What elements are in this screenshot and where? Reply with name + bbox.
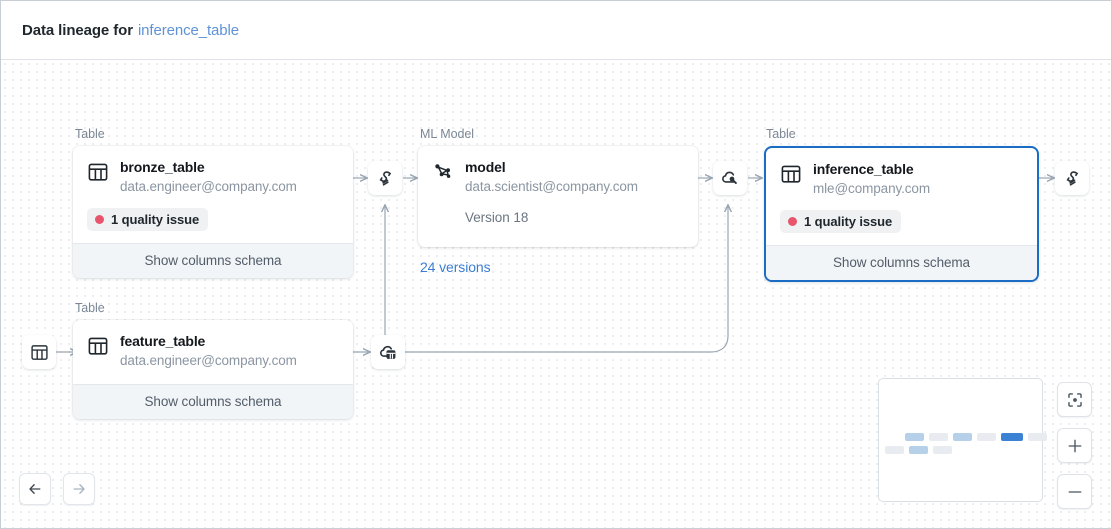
node-title: inference_table: [813, 161, 914, 177]
page-title: Data lineage for: [22, 21, 133, 39]
node-owner: data.engineer@company.com: [120, 353, 297, 368]
table-icon: [780, 163, 802, 185]
status-badge[interactable]: 1 quality issue: [780, 210, 902, 233]
notebook-chip-bronze-out[interactable]: [368, 161, 402, 195]
quality-issue-dot: [95, 215, 104, 224]
node-card-body: feature_table data.engineer@company.com: [73, 320, 353, 384]
navigation-buttons: [19, 473, 107, 505]
table-icon: [87, 161, 109, 183]
zoom-out-button[interactable]: [1057, 474, 1092, 509]
forward-button[interactable]: [63, 473, 95, 505]
node-card[interactable]: feature_table data.engineer@company.com …: [73, 320, 353, 419]
minimap-node: [1028, 433, 1047, 441]
node-card-body: bronze_table data.engineer@company.com 1…: [73, 146, 353, 243]
node-card-header: feature_table data.engineer@company.com: [87, 333, 339, 370]
zoom-controls: [1057, 382, 1092, 520]
minimap-row: [905, 433, 1052, 441]
node-card-body: inference_table mle@company.com 1 qualit…: [766, 148, 1037, 245]
quality-issue-dot: [788, 217, 797, 226]
model-graph-icon: [432, 161, 454, 183]
notebook-chip-inference-out[interactable]: [1055, 161, 1089, 195]
show-columns-schema-button[interactable]: Show columns schema: [73, 243, 353, 278]
node-type-label: Table: [75, 127, 105, 141]
node-type-label: Table: [75, 301, 105, 315]
endpoint-chip-model-out[interactable]: [713, 161, 747, 195]
model-versions-link[interactable]: 24 versions: [420, 259, 491, 275]
back-button[interactable]: [19, 473, 51, 505]
status-badge[interactable]: 1 quality issue: [87, 208, 209, 231]
lineage-canvas[interactable]: Table bronze_table data.engineer@company…: [1, 60, 1111, 528]
model-version: Version 18: [465, 210, 529, 225]
node-card-header: inference_table mle@company.com: [780, 161, 1023, 198]
page-title-entity-link[interactable]: inference_table: [137, 21, 240, 39]
node-owner: data.engineer@company.com: [120, 179, 297, 194]
node-card-header: bronze_table data.engineer@company.com: [87, 159, 339, 196]
node-bronze-table[interactable]: Table bronze_table data.engineer@company…: [73, 127, 353, 278]
minimap-node: [933, 446, 952, 454]
node-owner: mle@company.com: [813, 181, 930, 196]
table-icon: [87, 335, 109, 357]
node-card[interactable]: inference_table mle@company.com 1 qualit…: [764, 146, 1039, 282]
node-title: model: [465, 159, 506, 175]
node-inference-table[interactable]: Table inference_table mle@company.com: [764, 127, 1039, 282]
minimap-node-selected: [1001, 433, 1023, 441]
minimap-node: [885, 446, 904, 454]
show-columns-schema-button[interactable]: Show columns schema: [766, 245, 1037, 280]
node-type-label: ML Model: [420, 127, 475, 141]
node-card[interactable]: model data.scientist@company.com Version…: [418, 146, 698, 247]
node-card-text: model data.scientist@company.com: [465, 159, 638, 196]
minimap-row: [885, 446, 957, 454]
minimap-node: [977, 433, 996, 441]
minimap-node: [909, 446, 928, 454]
node-card-text: inference_table mle@company.com: [813, 161, 930, 198]
node-ml-model[interactable]: ML Model: [418, 127, 698, 275]
zoom-in-button[interactable]: [1057, 428, 1092, 463]
node-owner: data.scientist@company.com: [465, 179, 638, 194]
node-type-label: Table: [766, 127, 796, 141]
minimap[interactable]: [878, 378, 1047, 502]
node-card-body: model data.scientist@company.com Version…: [418, 146, 698, 247]
node-card[interactable]: bronze_table data.engineer@company.com 1…: [73, 146, 353, 278]
node-title: bronze_table: [120, 159, 205, 175]
page-header: Data lineage for inference_table: [1, 1, 1111, 60]
minimap-node: [929, 433, 948, 441]
node-card-header: model data.scientist@company.com: [432, 159, 684, 196]
minimap-node: [905, 433, 924, 441]
fit-view-button[interactable]: [1057, 382, 1092, 417]
node-card-text: feature_table data.engineer@company.com: [120, 333, 297, 370]
table-chip-left[interactable]: [22, 335, 56, 369]
node-feature-table[interactable]: Table feature_table data.engineer@compan…: [73, 301, 353, 419]
show-columns-schema-button[interactable]: Show columns schema: [73, 384, 353, 419]
status-badge-label: 1 quality issue: [111, 212, 200, 227]
cloud-table-chip-feature-out[interactable]: [371, 335, 405, 369]
minimap-node: [953, 433, 972, 441]
status-badge-label: 1 quality issue: [804, 214, 893, 229]
node-card-text: bronze_table data.engineer@company.com: [120, 159, 297, 196]
node-title: feature_table: [120, 333, 206, 349]
